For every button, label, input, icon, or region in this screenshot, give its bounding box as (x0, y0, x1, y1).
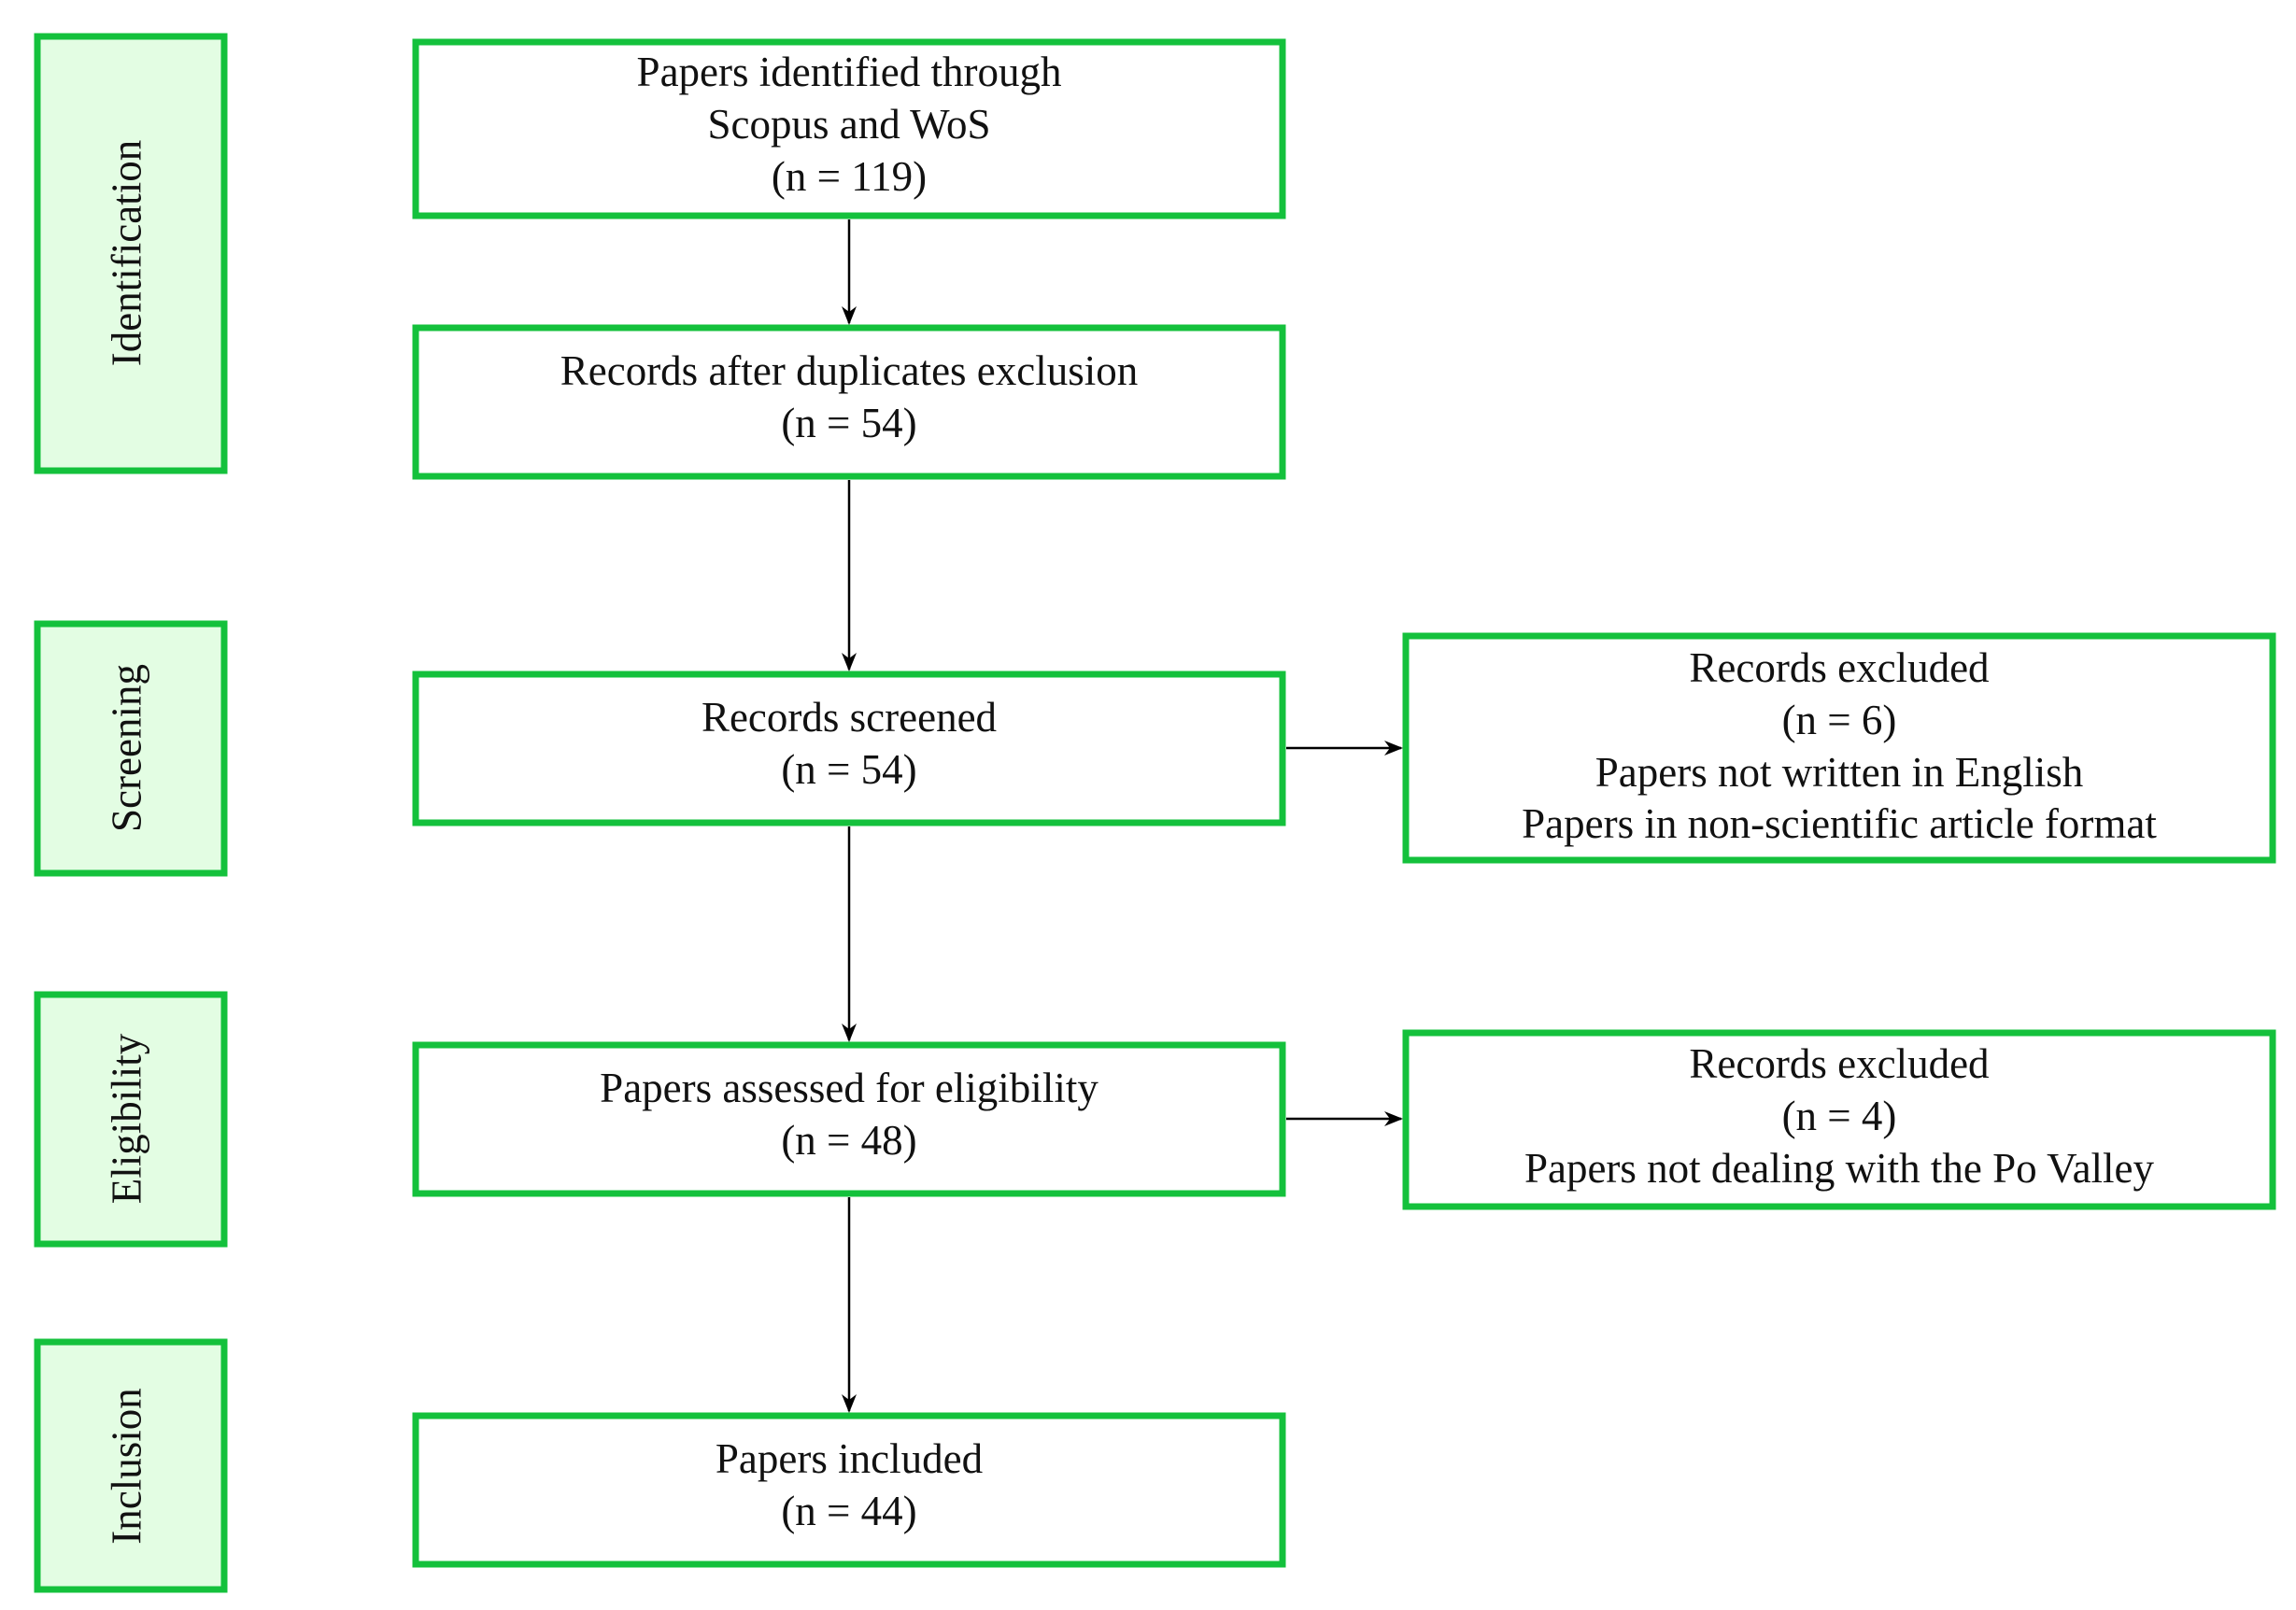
box-papers-assessed-count: (n = 48) (781, 1117, 916, 1164)
stage-eligibility-label: Eligibility (103, 1033, 149, 1204)
stage-screening: Screening (34, 620, 228, 877)
stage-identification-label: Identification (103, 140, 149, 366)
box-papers-identified-line2: Scopus and WoS (707, 101, 990, 148)
stage-inclusion: Inclusion (34, 1338, 228, 1593)
box-excluded-screening-reason2: Papers in non-scientific article format (1522, 800, 2157, 847)
box-excluded-eligibility-reason1: Papers not dealing with the Po Valley (1524, 1145, 2155, 1192)
stage-screening-label: Screening (103, 664, 149, 832)
box-excluded-eligibility-line1: Records excluded (1689, 1040, 1989, 1087)
box-papers-assessed: Papers assessed for eligibility (n = 48) (412, 1041, 1286, 1197)
box-records-screened-line1: Records screened (702, 694, 997, 741)
box-records-screened: Records screened (n = 54) (412, 671, 1286, 826)
box-papers-included: Papers included (n = 44) (412, 1412, 1286, 1568)
box-after-duplicates-count: (n = 54) (781, 400, 916, 446)
stage-identification: Identification (34, 33, 228, 474)
box-after-duplicates-line1: Records after duplicates exclusion (560, 347, 1139, 394)
box-papers-identified: Papers identified through Scopus and WoS… (412, 38, 1286, 219)
box-papers-included-count: (n = 44) (781, 1488, 916, 1534)
box-papers-included-line1: Papers included (716, 1435, 983, 1482)
box-excluded-screening-reason1: Papers not written in English (1595, 749, 2083, 796)
stage-inclusion-label: Inclusion (103, 1388, 149, 1544)
box-papers-identified-count: (n = 119) (772, 153, 927, 200)
box-excluded-screening: Records excluded (n = 6) Papers not writ… (1402, 632, 2276, 864)
box-excluded-screening-line1: Records excluded (1689, 644, 1989, 691)
box-records-screened-count: (n = 54) (781, 746, 916, 793)
stage-eligibility: Eligibility (34, 991, 228, 1248)
box-papers-assessed-line1: Papers assessed for eligibility (600, 1065, 1098, 1111)
box-excluded-eligibility: Records excluded (n = 4) Papers not deal… (1402, 1029, 2276, 1210)
box-excluded-eligibility-count: (n = 4) (1782, 1093, 1897, 1139)
box-after-duplicates: Records after duplicates exclusion (n = … (412, 324, 1286, 480)
box-excluded-screening-count: (n = 6) (1782, 697, 1897, 743)
box-papers-identified-line1: Papers identified through (637, 49, 1062, 95)
